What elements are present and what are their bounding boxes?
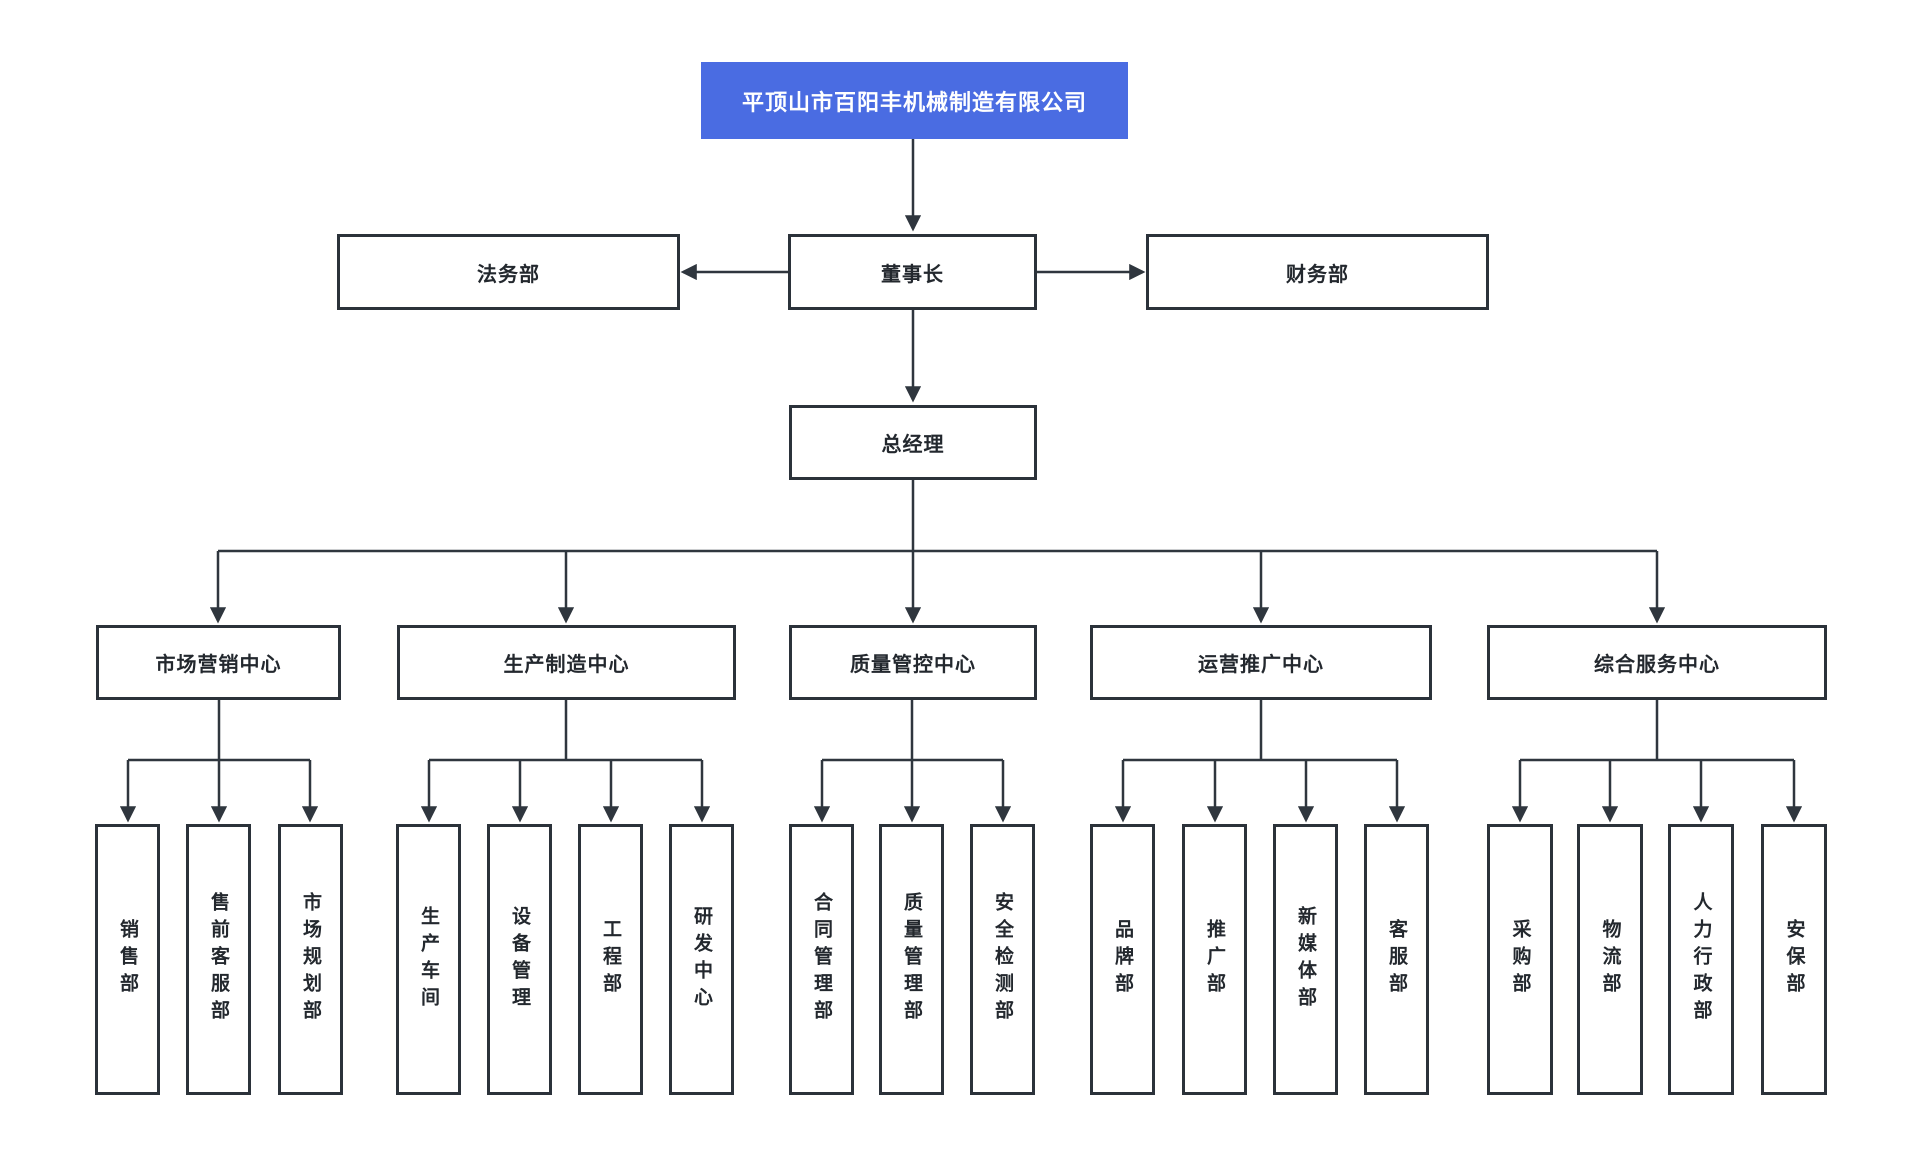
node-dept-production-workshop: 生产车间 [396,824,461,1095]
node-dept-procurement: 采购部 [1487,824,1553,1095]
node-center-services: 综合服务中心 [1487,625,1827,700]
node-dept-quality-management: 质量管理部 [879,824,944,1095]
node-center-manufacturing: 生产制造中心 [397,625,736,700]
node-dept-sales: 销售部 [95,824,160,1095]
node-dept-equipment-management: 设备管理 [487,824,552,1095]
node-dept-brand: 品牌部 [1090,824,1155,1095]
node-dept-presales-service: 售前客服部 [186,824,251,1095]
node-dept-rnd-center: 研发中心 [669,824,734,1095]
node-legal-dept: 法务部 [337,234,680,310]
node-dept-promotion: 推广部 [1182,824,1247,1095]
node-chairman: 董事长 [788,234,1037,310]
node-dept-engineering: 工程部 [578,824,643,1095]
node-dept-customer-service: 客服部 [1364,824,1429,1095]
node-dept-contract-management: 合同管理部 [789,824,854,1095]
node-dept-hr-admin: 人力行政部 [1668,824,1734,1095]
node-finance-dept: 财务部 [1146,234,1489,310]
node-general-manager: 总经理 [789,405,1037,480]
node-company-root: 平顶山市百阳丰机械制造有限公司 [701,62,1128,139]
node-center-quality: 质量管控中心 [789,625,1037,700]
node-dept-logistics: 物流部 [1577,824,1643,1095]
node-center-marketing: 市场营销中心 [96,625,341,700]
node-dept-market-planning: 市场规划部 [278,824,343,1095]
node-center-operations: 运营推广中心 [1090,625,1432,700]
node-dept-new-media: 新媒体部 [1273,824,1338,1095]
node-dept-safety-inspection: 安全检测部 [970,824,1035,1095]
node-dept-security: 安保部 [1761,824,1827,1095]
